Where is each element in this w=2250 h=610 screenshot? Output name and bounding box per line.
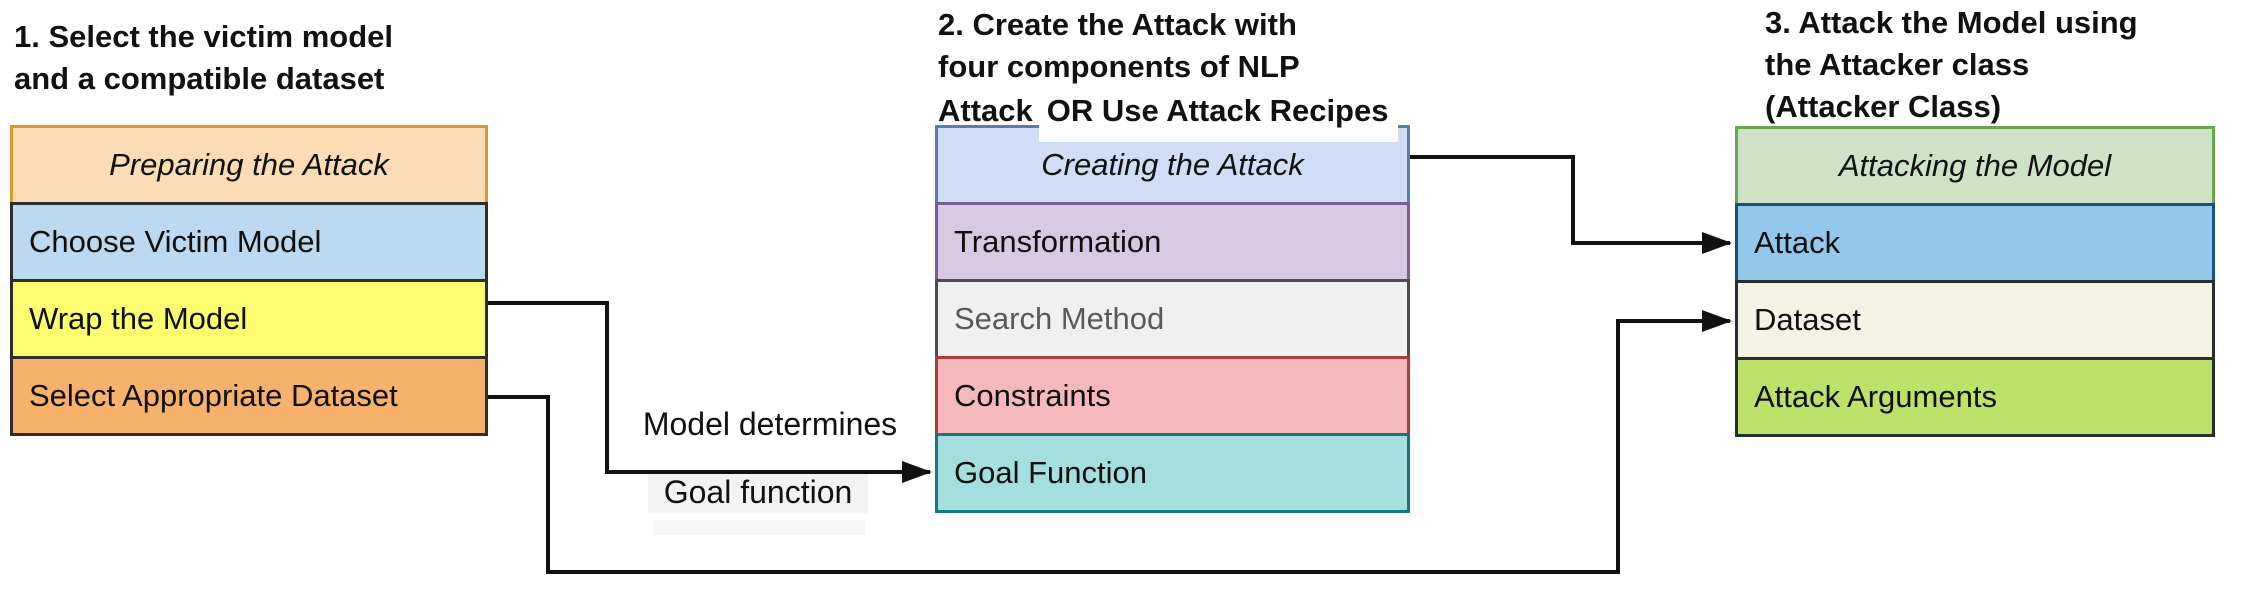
row-constraints: Constraints xyxy=(935,356,1410,436)
row-select-appropriate-dataset-label: Select Appropriate Dataset xyxy=(29,378,398,413)
panel-creating-the-attack: Creating the Attack Transformation Searc… xyxy=(935,125,1410,513)
row-transformation-label: Transformation xyxy=(954,224,1162,259)
step3-header-line1: 3. Attack the Model using xyxy=(1765,5,2138,40)
arrow-label-model-determines: Model determines xyxy=(642,406,898,442)
row-choose-victim-model-label: Choose Victim Model xyxy=(29,224,322,259)
panel3-title: Attacking the Model xyxy=(1838,148,2112,183)
step1-header-line2: and a compatible dataset xyxy=(14,61,385,96)
row-wrap-the-model-label: Wrap the Model xyxy=(29,301,248,336)
step2-header-line1: 2. Create the Attack with xyxy=(938,7,1297,42)
panel-attacking-the-model: Attacking the Model Attack Dataset Attac… xyxy=(1735,126,2215,437)
step3-header: 3. Attack the Model using the Attacker c… xyxy=(1765,2,2138,128)
arrow-creating-attack-to-attack xyxy=(1410,155,1732,254)
row-goal-function: Goal Function xyxy=(935,433,1410,513)
step3-header-line2: the Attacker class xyxy=(1765,47,2030,82)
row-search-method: Search Method xyxy=(935,279,1410,359)
panel1-title: Preparing the Attack xyxy=(109,147,389,182)
step2-header: 2. Create the Attack with four component… xyxy=(938,4,1399,142)
row-wrap-the-model: Wrap the Model xyxy=(10,279,488,359)
row-attack-arguments-label: Attack Arguments xyxy=(1754,379,1997,414)
row-dataset: Dataset xyxy=(1735,280,2215,360)
step2-header-line3-highlight: OR Use Attack Recipes xyxy=(1038,88,1399,142)
row-attack-label: Attack xyxy=(1754,225,1841,260)
step1-header: 1. Select the victim model and a compati… xyxy=(14,16,393,100)
arrow-label-goal-function: Goal function xyxy=(648,474,868,513)
row-attack: Attack xyxy=(1735,203,2215,283)
arrow-wrap-model-to-goal-function xyxy=(488,301,932,483)
row-transformation: Transformation xyxy=(935,202,1410,282)
panel3-title-row: Attacking the Model xyxy=(1735,126,2215,206)
row-constraints-label: Constraints xyxy=(954,378,1111,413)
row-attack-arguments: Attack Arguments xyxy=(1735,357,2215,437)
row-choose-victim-model: Choose Victim Model xyxy=(10,202,488,282)
step2-header-line3-prefix: Attack xyxy=(938,93,1033,128)
panel-preparing-the-attack: Preparing the Attack Choose Victim Model… xyxy=(10,125,488,436)
step3-header-line3: (Attacker Class) xyxy=(1765,89,2002,124)
row-dataset-label: Dataset xyxy=(1754,302,1861,337)
panel1-title-row: Preparing the Attack xyxy=(10,125,488,205)
row-select-appropriate-dataset: Select Appropriate Dataset xyxy=(10,356,488,436)
row-search-method-label: Search Method xyxy=(954,301,1165,336)
step2-header-line2: four components of NLP xyxy=(938,49,1300,84)
highlight-artifact xyxy=(653,520,865,535)
row-goal-function-label: Goal Function xyxy=(954,455,1147,490)
step1-header-line1: 1. Select the victim model xyxy=(14,19,394,54)
panel2-title: Creating the Attack xyxy=(1041,147,1304,182)
